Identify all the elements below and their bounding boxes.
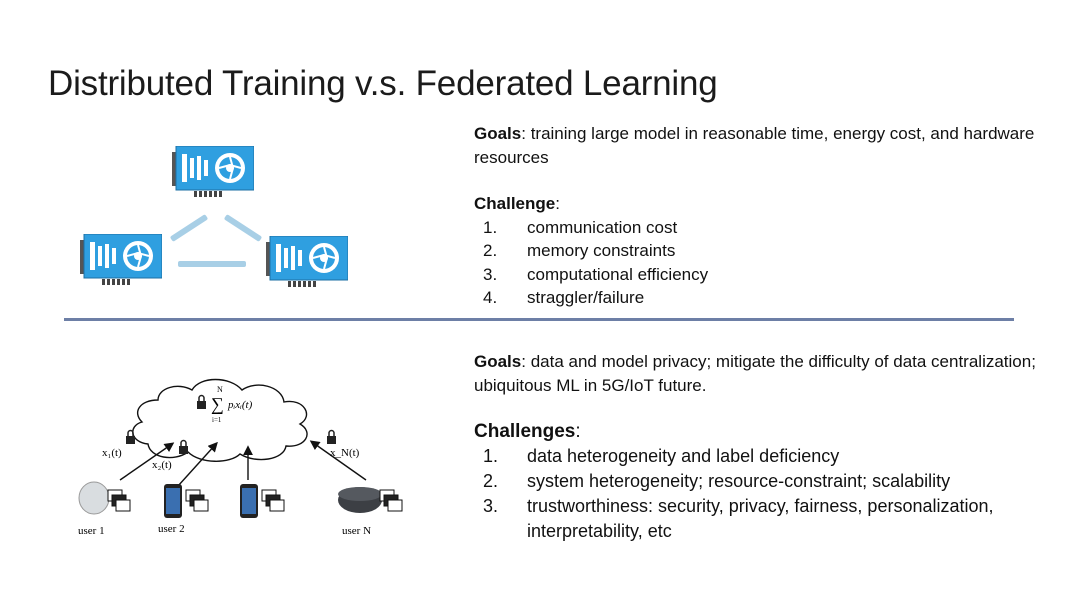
x2-label: x₂(t)	[152, 459, 172, 471]
dt-goals-label: Goals	[474, 124, 522, 143]
federated-learning-panel: Goals: data and model privacy; mitigate …	[474, 350, 1054, 544]
xN-label: x_N(t)	[330, 447, 360, 459]
smartphone-icon	[164, 484, 182, 518]
lock-icon	[126, 429, 135, 444]
dt-goals: Goals: training large model in reasonabl…	[474, 122, 1054, 169]
lock-icon	[179, 439, 188, 454]
smartphone-icon	[240, 484, 258, 518]
user2-label: user 2	[158, 523, 185, 535]
lock-icon	[197, 394, 206, 409]
list-item: 3.trustworthiness: security, privacy, fa…	[483, 495, 994, 541]
user1-label: user 1	[78, 525, 105, 537]
fl-goals-text: : data and model privacy; mitigate the d…	[474, 352, 1036, 395]
gpu-link-right	[223, 214, 263, 242]
list-item: 1.communication cost	[483, 217, 678, 237]
dt-challenge-list: 1.communication cost 2.memory constraint…	[474, 216, 1054, 310]
smart-speaker-icon	[78, 481, 110, 515]
sum-upper: N	[217, 385, 223, 394]
fl-challenge-list: 1.data heterogeneity and label deficienc…	[474, 444, 1054, 544]
section-divider	[64, 318, 1014, 321]
slide-title: Distributed Training v.s. Federated Lear…	[48, 64, 718, 103]
userN-label: user N	[342, 525, 371, 537]
fl-challenges: Challenges: 1.data heterogeneity and lab…	[474, 420, 1054, 544]
federated-learning-diagram: N ∑ i=1 pᵢxᵢ(t) x₁(t) x₂(t) x_N(t) user …	[78, 378, 403, 537]
x1-label: x₁(t)	[102, 447, 122, 459]
photo-stack-icon	[379, 489, 403, 512]
list-item: 2.system heterogeneity; resource-constra…	[483, 470, 951, 491]
svg-text:∑: ∑	[211, 394, 224, 414]
smart-speaker-icon	[338, 487, 382, 513]
photo-stack-icon	[261, 489, 285, 512]
gpu-card-icon	[172, 146, 254, 197]
gpu-link-left	[169, 214, 209, 242]
fl-goals-label: Goals	[474, 352, 522, 371]
sum-lower: i=1	[212, 416, 222, 424]
list-item: 3.computational efficiency	[483, 264, 709, 284]
dt-challenge-label: Challenge	[474, 194, 556, 213]
dt-goals-text: : training large model in reasonable tim…	[474, 124, 1035, 167]
photo-stack-icon	[185, 489, 209, 512]
aggregation-formula: pᵢxᵢ(t)	[227, 399, 253, 411]
photo-stack-icon	[107, 489, 131, 512]
distributed-training-panel: Goals: training large model in reasonabl…	[474, 122, 1054, 310]
lock-icon	[327, 429, 336, 444]
gpu-link-bottom	[178, 261, 246, 267]
list-item: 4.straggler/failure	[483, 288, 645, 307]
list-item: 2.memory constraints	[483, 241, 676, 260]
dt-challenge: Challenge: 1.communication cost 2.memory…	[474, 192, 1054, 310]
cloud-icon	[132, 378, 308, 462]
fl-goals: Goals: data and model privacy; mitigate …	[474, 350, 1054, 397]
fl-challenges-label: Challenges	[474, 421, 576, 442]
list-item: 1.data heterogeneity and label deficienc…	[483, 445, 840, 466]
gpu-card-icon	[266, 236, 348, 287]
gpu-card-icon	[80, 234, 162, 285]
